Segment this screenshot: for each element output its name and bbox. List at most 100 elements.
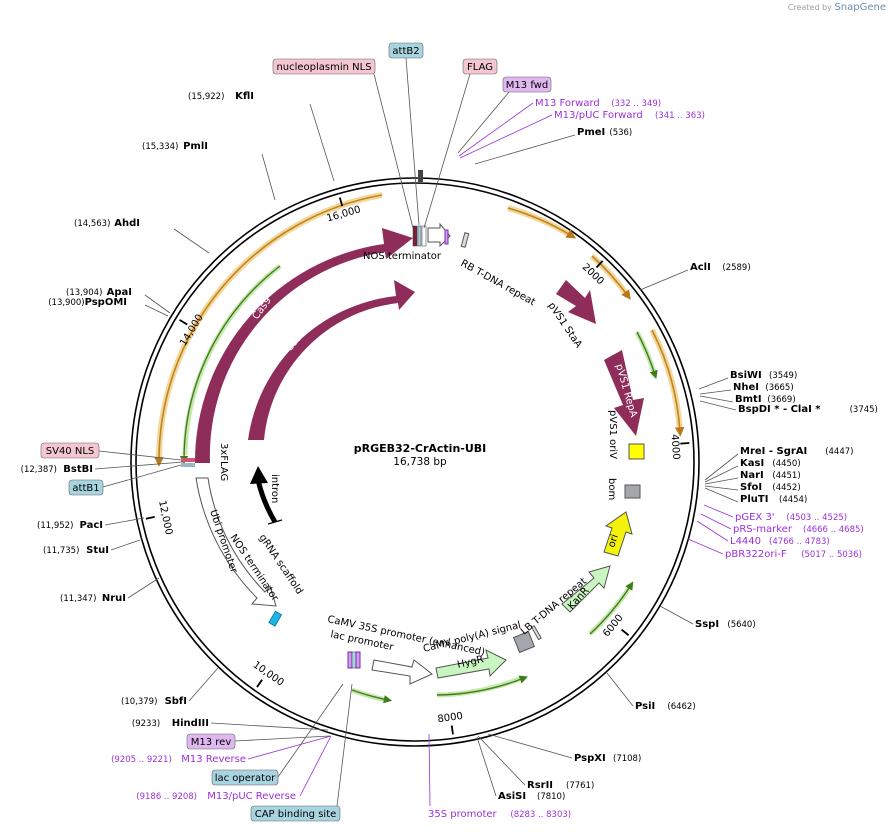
enzyme-pos-sbfi: (10,379) [121, 697, 157, 707]
leader-line [700, 513, 732, 530]
enzyme-pos-asisi: (7810) [537, 792, 565, 802]
feature-tag-box [186, 733, 236, 750]
enzyme-name-pspxi: PspXI [574, 753, 606, 764]
plasmid-name: pRGEB32-CrActin-UBI [354, 442, 487, 455]
ori-arrow [603, 511, 633, 557]
leader-line [606, 672, 634, 707]
primer-name-m13-reverse: M13 Reverse [181, 754, 246, 765]
enzyme-name-sfoi: SfoI [740, 482, 762, 493]
leader-line [704, 453, 739, 481]
leader-line [144, 304, 169, 317]
pvs1-repa-arrow [604, 350, 644, 436]
enzyme-pos-acli: (2589) [722, 263, 750, 273]
snapgene-logo: Created by SnapGene [787, 2, 886, 13]
leader-line [459, 114, 553, 159]
enzyme-name-asisi: AsiSI [498, 791, 526, 802]
tick-mark [595, 260, 604, 269]
enzyme-pos-apai: (13,904) [66, 288, 102, 298]
enzyme-pos-kasi: (4450) [772, 459, 800, 469]
green-arcs [179, 264, 658, 704]
feature-tag-m13-fwd: M13 fwd [506, 80, 548, 91]
primer-name-m13-forward: M13 Forward [535, 98, 600, 109]
enzyme-pos-pluti: (4454) [779, 495, 807, 505]
leader-line [261, 153, 276, 201]
enzyme-pos-pspxi: (7108) [613, 754, 641, 764]
pvs1-staa-arrow [556, 280, 596, 324]
leader-line [699, 400, 737, 411]
leader-line [703, 504, 734, 518]
enzyme-pos-nrui: (11,347) [60, 594, 96, 604]
enzyme-name-bspdi-clai: BspDI * - ClaI * [738, 404, 821, 415]
tick-label: 12,000 [156, 499, 174, 536]
tick-mark [256, 679, 263, 688]
tick-mark [621, 628, 630, 636]
enzyme-pos-rsrii: (7761) [566, 781, 594, 791]
enzyme-name-kasi: KasI [740, 458, 764, 469]
enzyme-pos-mrei-sgrai: (4447) [825, 447, 853, 457]
tick-label: 14,000 [178, 313, 206, 349]
enzyme-name-pspomi: PspOMI [85, 297, 127, 308]
leader-lines [94, 57, 739, 807]
leader-line [405, 57, 420, 226]
primer-name-m13-puc-forward: M13/pUC Forward [554, 110, 643, 121]
enzyme-name-pmli: PmlI [183, 141, 208, 152]
leader-line [487, 733, 573, 759]
primer-range-prs-marker: (4666 .. 4685) [803, 525, 864, 535]
primer-name-pbr322ori-f: pBR322ori-F [725, 549, 787, 560]
tick-mark [680, 442, 690, 445]
enzyme-name-stui: StuI [86, 545, 109, 556]
feature-tag-box [68, 479, 104, 496]
enzyme-pos-hindiii: (9233) [132, 719, 160, 729]
feature-tag-box [211, 769, 279, 786]
leader-line [477, 735, 526, 786]
leader-line [474, 134, 576, 165]
enzyme-name-bmti: BmtI [735, 394, 762, 405]
enzyme-pos-pmei: (536) [609, 128, 632, 138]
primer-name-35s-promoter: 35S promoter [428, 809, 498, 820]
leader-line [699, 395, 734, 403]
feature-label-intron: intron [269, 474, 280, 503]
orf-arcs [154, 192, 685, 467]
enzyme-name-sbfi: SbfI [165, 696, 187, 707]
feature-label-bom: bom [606, 478, 617, 500]
labels-layer: KflI(15,922)PmlI(15,334)AhdI(14,563)ApaI… [21, 42, 878, 822]
cyan-marker [268, 610, 283, 627]
feature-label-ori: ori [606, 533, 620, 549]
tick-mark [145, 515, 155, 520]
primer-range-m13-forward: (332 .. 349) [611, 99, 661, 109]
top-small-features [181, 170, 449, 669]
enzyme-name-paci: PacI [80, 520, 103, 531]
enzyme-name-bstbi: BstBI [63, 464, 93, 475]
enzyme-pos-bmti: (3669) [767, 395, 795, 405]
enzyme-pos-pmli: (15,334) [142, 142, 178, 152]
leader-line [704, 465, 739, 483]
enzyme-pos-nhei: (3665) [765, 383, 793, 393]
enzyme-name-nari: NarI [740, 470, 764, 481]
enzyme-name-acli: AclI [690, 262, 711, 273]
leader-line [144, 294, 171, 314]
enzyme-pos-bspdi-clai: (3745) [850, 405, 878, 415]
cas9-outer-arrow [194, 228, 413, 463]
leader-line [336, 683, 353, 807]
enzyme-name-pmei: PmeI [577, 127, 605, 138]
feature-tag-m13-rev: M13 rev [191, 737, 232, 748]
feature-tag-box [388, 42, 424, 59]
enzyme-pos-kfli: (15,922) [188, 92, 224, 102]
feature-label-rb-t-dna-repeat: RB T-DNA repeat [459, 258, 538, 308]
enzyme-pos-pspomi: (13,900) [48, 298, 84, 308]
feature-tag-box [40, 442, 100, 459]
enzyme-name-pluti: PluTI [740, 494, 768, 505]
enzyme-name-nhei: NheI [733, 382, 759, 393]
leader-line [476, 736, 497, 797]
feature-tag-attb2: attB2 [392, 46, 419, 57]
leader-line [173, 228, 210, 254]
primer-range-m13-puc-reverse: (9186 .. 9208) [136, 792, 197, 802]
enzyme-pos-paci: (11,952) [37, 521, 73, 531]
primer-range-pgex-3: (4503 .. 4525) [786, 513, 847, 523]
feature-tag-nucleoplasmin-nls: nucleoplasmin NLS [276, 62, 371, 73]
primer-name-prs-marker: pRS-marker [733, 524, 793, 535]
leader-line [309, 103, 335, 182]
hygr-arrow [435, 649, 507, 679]
leader-line [423, 73, 471, 229]
